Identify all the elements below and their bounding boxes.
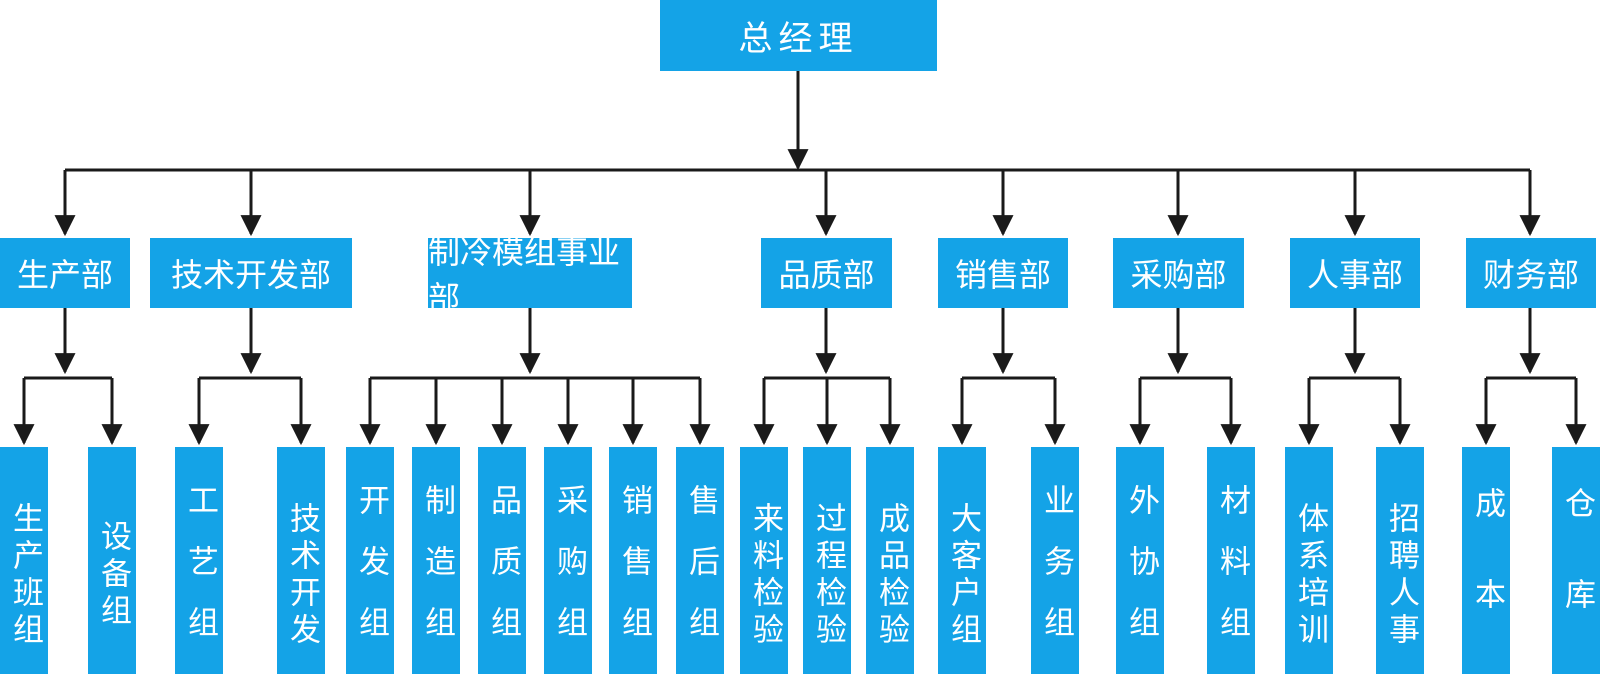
- team-materials: 材料组: [1207, 447, 1255, 674]
- team-label: 招聘人事: [1383, 501, 1419, 650]
- team-production-shift: 生产班组: [0, 447, 48, 674]
- team-label: 成品检验: [873, 501, 909, 650]
- team-development: 开发组: [346, 447, 394, 674]
- team-label: 过程检验: [810, 501, 846, 650]
- team-final-inspection: 成品检验: [866, 447, 914, 674]
- team-label: 技术开发: [284, 501, 320, 650]
- dept-purchasing: 采购部: [1113, 238, 1244, 308]
- team-label: 业务组: [1038, 484, 1074, 667]
- dept-production: 生产部: [0, 238, 130, 308]
- dept-label: 财务部: [1482, 256, 1579, 294]
- team-label: 体系培训: [1292, 501, 1328, 650]
- team-process-inspection: 过程检验: [803, 447, 851, 674]
- team-label: 成本: [1469, 486, 1505, 669]
- team-label: 品质组: [485, 484, 521, 667]
- dept-label: 采购部: [1130, 256, 1227, 294]
- dept-tech-development: 技术开发部: [150, 238, 352, 308]
- team-label: 开发组: [353, 484, 389, 667]
- team-business: 业务组: [1031, 447, 1079, 674]
- team-tech-dev: 技术开发: [277, 447, 325, 674]
- team-manufacturing: 制造组: [412, 447, 460, 674]
- dept-label: 技术开发部: [170, 256, 331, 294]
- team-label: 采购组: [551, 484, 587, 667]
- team-key-accounts: 大客户组: [938, 447, 986, 674]
- team-warehouse: 仓库: [1552, 447, 1600, 674]
- team-label: 工艺组: [182, 484, 218, 667]
- team-label: 大客户组: [945, 501, 981, 650]
- team-equipment: 设备组: [88, 447, 136, 674]
- team-recruitment-hr: 招聘人事: [1376, 447, 1424, 674]
- general-manager-label: 总经理: [738, 19, 859, 59]
- team-label: 生产班组: [7, 501, 43, 650]
- team-cost: 成本: [1462, 447, 1510, 674]
- dept-label: 生产部: [16, 256, 113, 294]
- dept-label: 人事部: [1306, 256, 1403, 294]
- team-label: 外协组: [1123, 484, 1159, 667]
- team-label: 制造组: [419, 484, 455, 667]
- team-quality: 品质组: [478, 447, 526, 674]
- team-label: 仓库: [1559, 486, 1595, 669]
- dept-label: 销售部: [954, 256, 1051, 294]
- dept-sales: 销售部: [938, 238, 1068, 308]
- dept-refrigeration-module: 制冷模组事业部: [428, 233, 632, 317]
- dept-quality: 品质部: [761, 238, 892, 308]
- team-process: 工艺组: [175, 447, 223, 674]
- team-label: 售后组: [683, 484, 719, 667]
- team-label: 材料组: [1214, 484, 1250, 667]
- team-outsourcing: 外协组: [1116, 447, 1164, 674]
- general-manager-box: 总经理: [660, 0, 937, 71]
- dept-label: 制冷模组事业部: [428, 233, 621, 317]
- team-purchasing: 采购组: [544, 447, 592, 674]
- dept-finance: 财务部: [1466, 238, 1596, 308]
- team-incoming-inspection: 来料检验: [740, 447, 788, 674]
- team-after-sales: 售后组: [676, 447, 724, 674]
- dept-hr: 人事部: [1290, 238, 1420, 308]
- dept-label: 品质部: [778, 256, 875, 294]
- team-sales: 销售组: [609, 447, 657, 674]
- team-label: 设备组: [95, 520, 131, 631]
- team-label: 销售组: [616, 484, 652, 667]
- team-label: 来料检验: [747, 501, 783, 650]
- team-system-training: 体系培训: [1285, 447, 1333, 674]
